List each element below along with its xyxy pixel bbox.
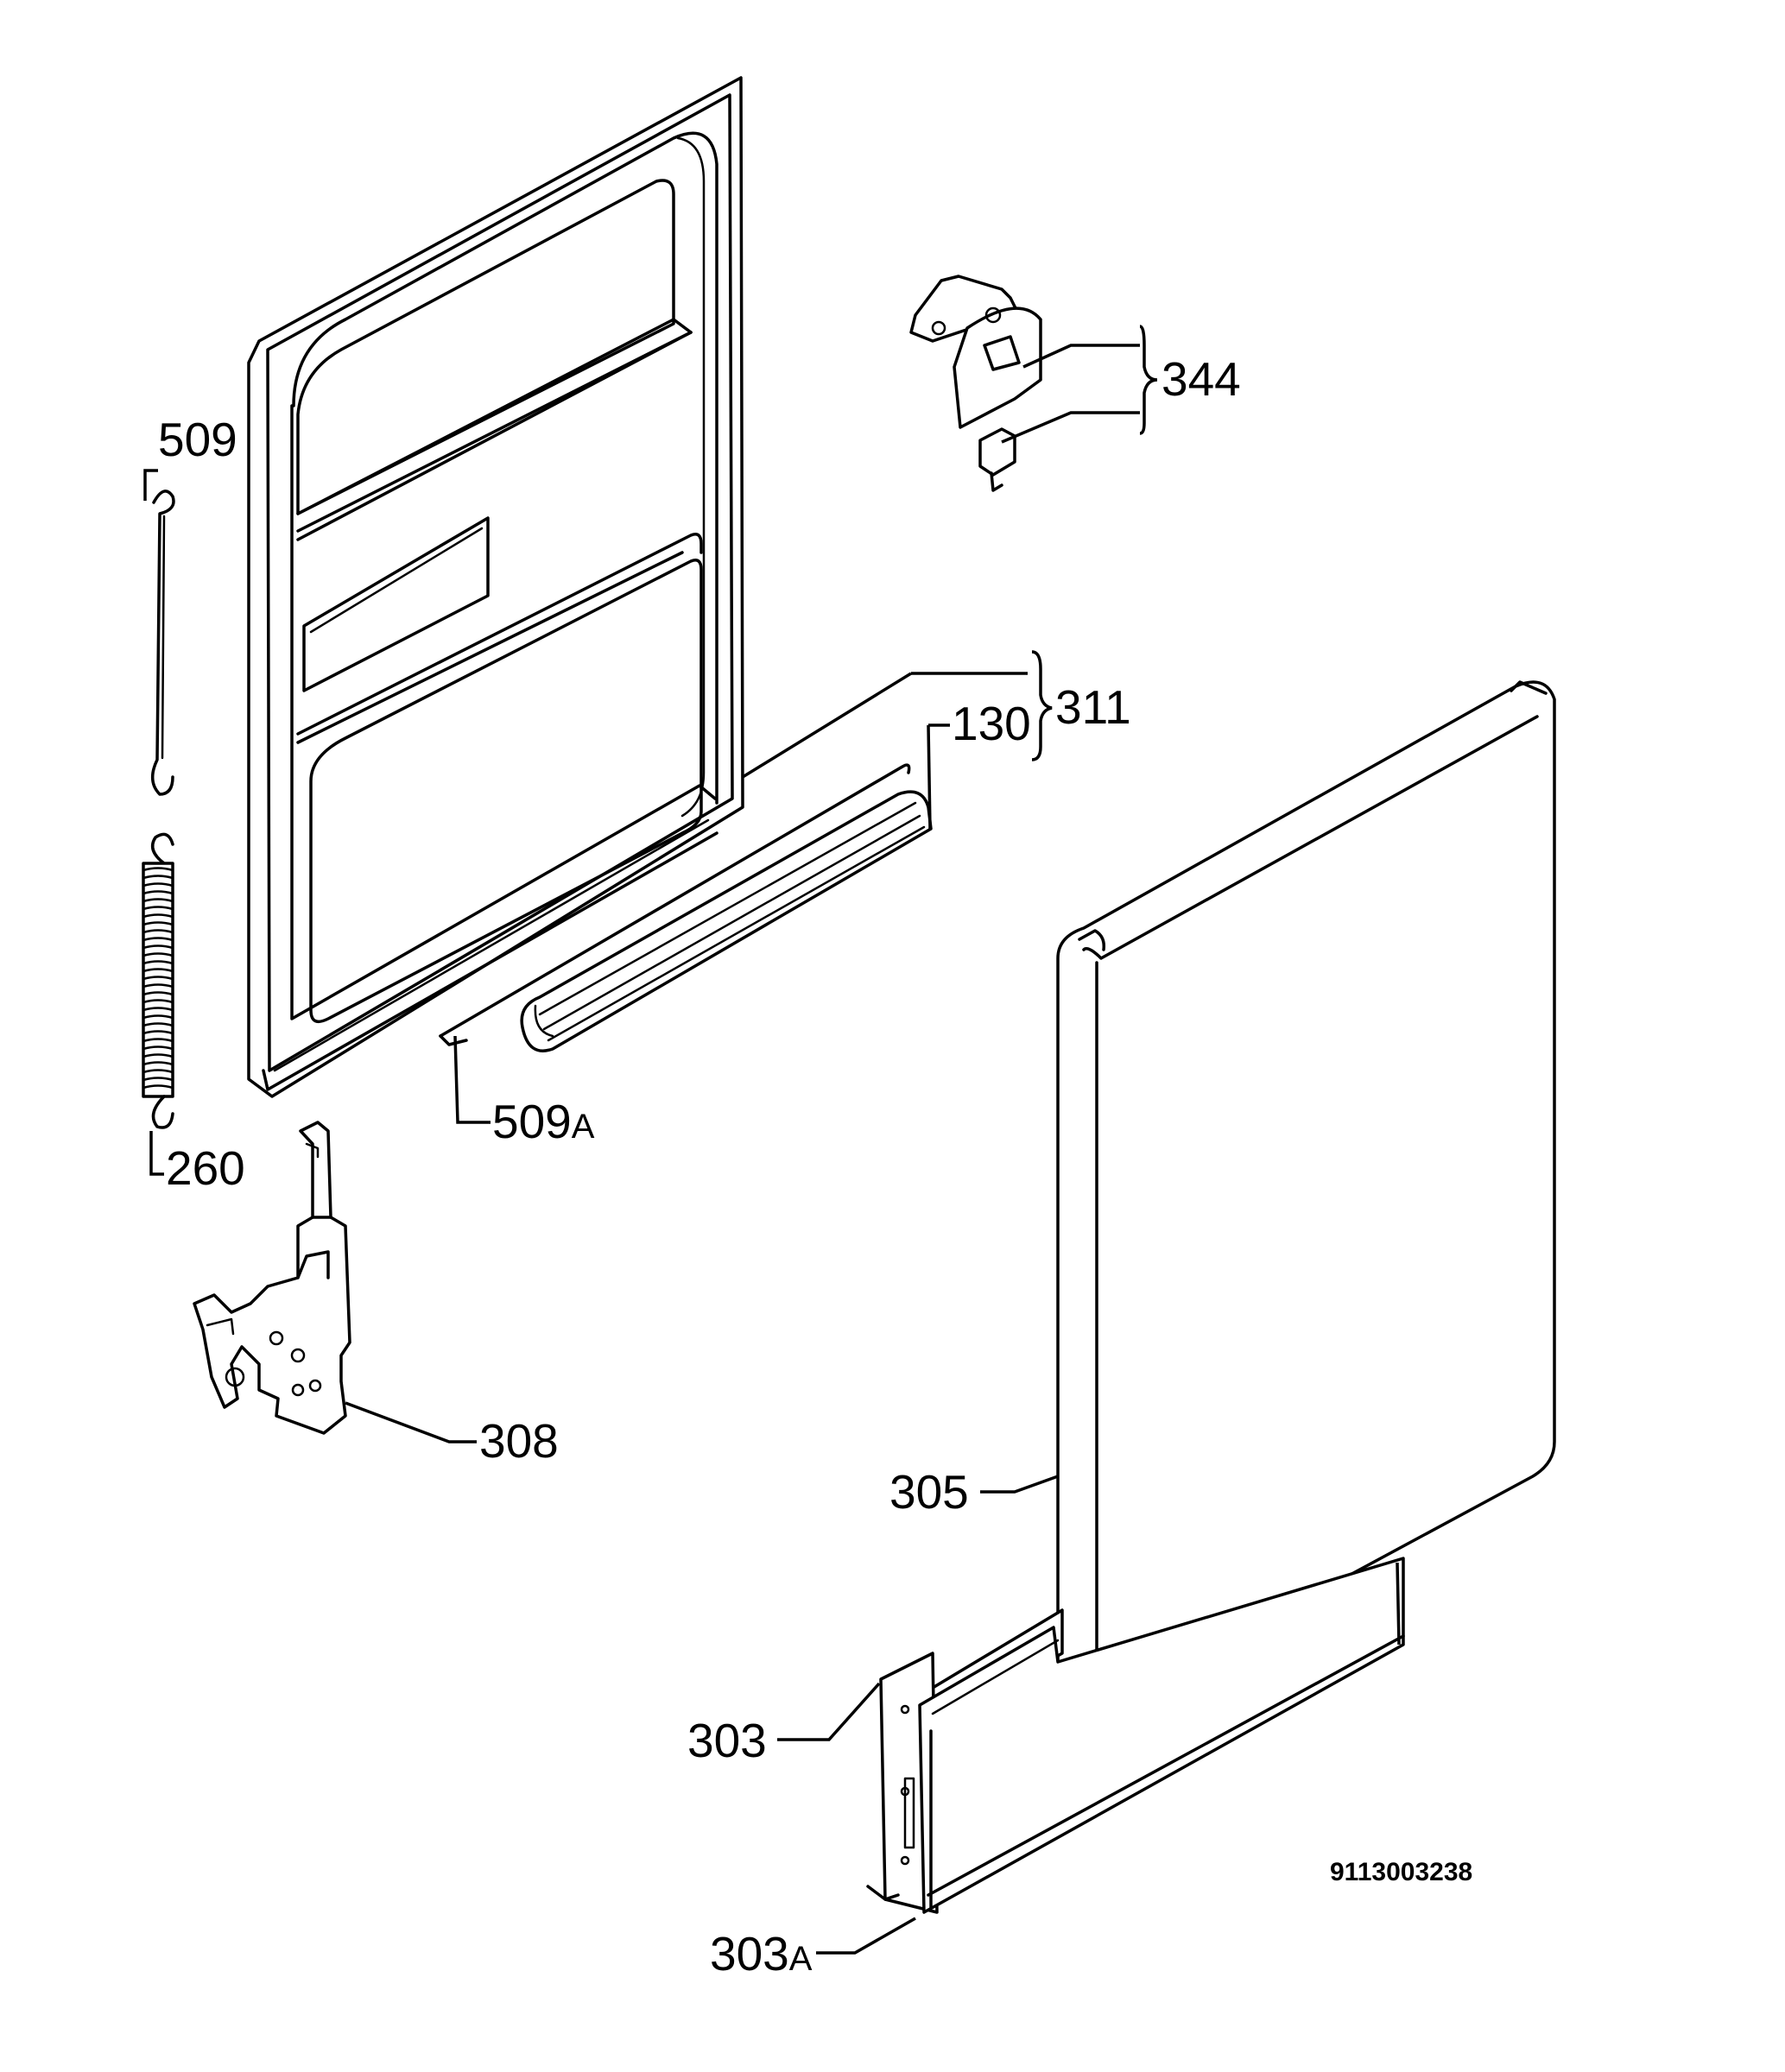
spring-coil xyxy=(142,1014,174,1020)
label-509: 509 xyxy=(158,413,237,466)
spring-coil xyxy=(142,913,174,919)
label-509a: 509A xyxy=(492,1095,595,1148)
leader-lines xyxy=(143,325,1401,1955)
spring-coil xyxy=(142,960,174,965)
door-seal-part xyxy=(439,763,933,1052)
toe-kick-panel xyxy=(866,1557,1405,1914)
spring-coil xyxy=(142,968,174,973)
spring-coil xyxy=(142,944,174,950)
spring-coil xyxy=(142,1045,174,1051)
document-code: 9113003238 xyxy=(1330,1858,1472,1886)
label-303: 303 xyxy=(687,1714,767,1767)
spring-coil xyxy=(142,1077,174,1082)
spring-coil xyxy=(142,906,174,911)
coil-spring-part xyxy=(142,832,174,1129)
spring-coil xyxy=(142,952,174,957)
hook-rod-part xyxy=(151,490,175,796)
outer-door-panel xyxy=(1056,680,1556,1720)
spring-coil xyxy=(142,999,174,1004)
label-305: 305 xyxy=(889,1465,969,1519)
spring-coil xyxy=(142,1053,174,1058)
label-344: 344 xyxy=(1162,352,1241,406)
spring-coil xyxy=(142,898,174,903)
label-308: 308 xyxy=(479,1414,559,1468)
spring-coil xyxy=(142,991,174,996)
label-260: 260 xyxy=(166,1141,245,1195)
door-latch-part xyxy=(909,275,1042,492)
spring-coil xyxy=(142,1007,174,1012)
spring-coil xyxy=(142,1084,174,1090)
door-hinge-part xyxy=(193,1121,351,1435)
spring-coil xyxy=(142,890,174,895)
spring-coil xyxy=(142,976,174,981)
spring-coil xyxy=(142,1069,174,1074)
spring-coil xyxy=(142,1022,174,1027)
spring-coil xyxy=(142,882,174,888)
spring-coil xyxy=(142,875,174,880)
spring-coil xyxy=(142,1030,174,1035)
inner-door-panel xyxy=(247,76,744,1098)
label-311: 311 xyxy=(1055,680,1131,734)
spring-coil xyxy=(142,867,174,872)
part-labels: 509 260 509A 130 311 344 308 305 303 303… xyxy=(158,352,1472,1980)
spring-coil xyxy=(142,1061,174,1066)
spring-coil xyxy=(142,983,174,989)
spring-coil xyxy=(142,1038,174,1043)
label-303a: 303A xyxy=(710,1927,813,1980)
spring-coil xyxy=(142,929,174,934)
spring-coil xyxy=(142,937,174,942)
label-130: 130 xyxy=(952,697,1031,750)
spring-coil xyxy=(142,921,174,926)
